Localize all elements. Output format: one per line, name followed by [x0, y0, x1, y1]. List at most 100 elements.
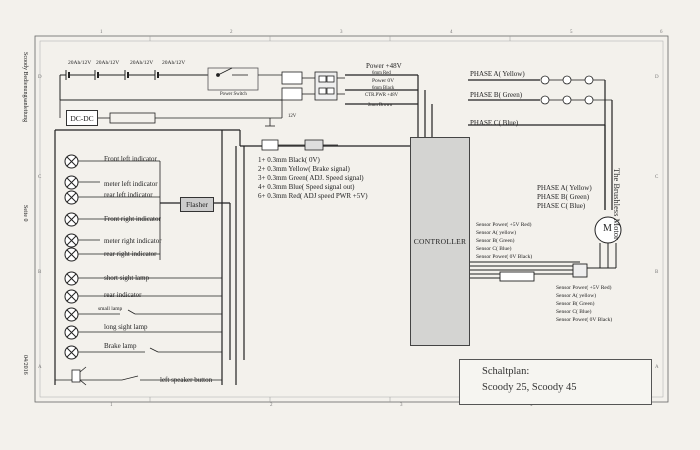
edge-number: 3	[400, 403, 403, 408]
sensor-motor-1: Sensor Power( +5V Red)	[556, 285, 612, 291]
lamp-label-rear-left: rear left indicator	[104, 191, 153, 199]
lamp-label-short-sight: short sight lamp	[104, 274, 150, 282]
power-line-5: 2mm Brown	[368, 103, 393, 108]
power-switch-label: Power Switch	[220, 92, 247, 97]
battery-label-1: 20Ah/12V	[68, 60, 92, 66]
lamp-label-brake: Brake lamp	[104, 342, 137, 350]
lamp-label-rear-indicator: rear indicator	[104, 291, 142, 299]
lamp-icon	[64, 325, 79, 340]
power-line-1: 6mm Red	[372, 71, 391, 76]
edge-letter: B	[655, 270, 659, 275]
edge-letter: D	[655, 75, 659, 80]
edge-number: 1	[110, 403, 113, 408]
title-block: Schaltplan: Scoody 25, Scoody 45	[459, 359, 652, 405]
lamp-label-rear-right: rear right indicator	[104, 250, 157, 258]
sensor-motor-4: Sensor C( Blue)	[556, 309, 592, 315]
battery-label-2: 20Ah/12V	[96, 60, 120, 66]
edge-number: 4	[450, 30, 453, 35]
connector-line-3: 3+ 0.3mm Green( ADJ. Speed signal)	[258, 174, 364, 182]
power-bus	[345, 74, 433, 137]
connector-line-1: 1+ 0.3mm Black( 0V)	[258, 156, 320, 164]
dcdc-wiring	[59, 100, 283, 127]
sensor-controller-4: Sensor C( Blue)	[476, 246, 512, 252]
phase-wiring	[468, 79, 613, 210]
lamp-label-front-right: Front right indicator	[104, 215, 161, 223]
title-line-2: Scoody 25, Scoody 45	[482, 382, 577, 393]
edge-number: 2	[230, 30, 233, 35]
edge-letter: B	[38, 270, 42, 275]
edge-letter: A	[38, 365, 42, 370]
lamp-icon	[64, 247, 79, 262]
connector-line-2: 2+ 0.3mm Yellow( Brake signal)	[258, 165, 350, 173]
edge-number: 3	[340, 30, 343, 35]
motor-symbol	[587, 216, 622, 269]
lamp-icon	[64, 212, 79, 227]
connector-line-4: 4+ 0.3mm Blue( Speed signal out)	[258, 183, 355, 191]
inner-frame	[39, 40, 664, 398]
lamp-icon	[64, 233, 79, 248]
edge-number: 5	[570, 30, 573, 35]
lamp-label-long-sight: long sight lamp	[104, 323, 148, 331]
battery-label-3: 20Ah/12V	[130, 60, 154, 66]
lamp-icon	[64, 345, 79, 360]
side-text-bottom: 04/2016	[22, 355, 28, 375]
lamp-label-small: small lamp	[98, 306, 123, 312]
flasher-box: Flasher	[180, 197, 214, 212]
dcdc-label: DC-DC	[70, 113, 94, 123]
motor-phase-b-label: PHASE B( Green)	[537, 193, 590, 201]
title-line-1: Schaltplan:	[482, 366, 530, 377]
edge-letter: C	[38, 175, 42, 180]
edge-number: 1	[100, 30, 103, 35]
power-switch-symbol	[207, 67, 282, 91]
flasher-label: Flasher	[185, 200, 209, 209]
dcdc-box: DC-DC	[66, 110, 98, 126]
signal-connector	[261, 139, 338, 151]
dcdc-output-label: 12V	[288, 114, 297, 119]
sensor-wiring	[468, 261, 588, 282]
lamp-icon	[64, 175, 79, 190]
sensor-controller-5: Sensor Power( 0V Black)	[476, 254, 533, 260]
lamp-wiring	[55, 160, 222, 381]
motor-phase-a-label: PHASE A( Yellow)	[537, 184, 592, 192]
phase-connectors	[540, 75, 612, 105]
power-line-4: CTR.PWR +48V	[365, 93, 399, 98]
sensor-controller-3: Sensor B( Green)	[476, 238, 515, 244]
lamp-icon	[64, 190, 79, 205]
sensor-controller-2: Sensor A( yellow)	[476, 230, 517, 236]
phase-c-label: PHASE C( Blue)	[470, 119, 519, 127]
outer-frame	[34, 35, 669, 403]
sensor-motor-3: Sensor B( Green)	[556, 301, 595, 307]
sensor-controller-1: Sensor Power( +5V Red)	[476, 222, 532, 228]
motor-phase-c-label: PHASE C( Blue)	[537, 202, 586, 210]
lamp-icon	[64, 154, 79, 169]
controller-box: CONTROLLER	[410, 137, 470, 346]
edge-number: 2	[270, 403, 273, 408]
edge-number: 6	[660, 30, 663, 35]
side-text-middle: Seite 0	[22, 205, 28, 222]
power-header: Power +48V	[366, 62, 402, 70]
left-bus	[54, 129, 410, 385]
edge-letter: C	[655, 175, 659, 180]
connector-line-5: 6+ 0.3mm Red( ADJ speed PWR +5V)	[258, 192, 368, 200]
lamp-label-meter-right: meter right indicator	[104, 237, 162, 245]
edge-number: 4	[530, 403, 533, 408]
lamp-label-meter-left: meter left indicator	[104, 180, 158, 188]
phase-b-label: PHASE B( Green)	[470, 91, 523, 99]
side-text-top: Scoody Bedienungsanleitung	[22, 52, 28, 123]
controller-label: CONTROLLER	[413, 237, 467, 246]
motor-title: The Brushless Motor	[612, 168, 622, 240]
lamp-label-front-left: Front left indicator	[104, 155, 157, 163]
speaker-button-label: left speaker button	[160, 376, 213, 384]
lamp-icon	[64, 307, 79, 322]
speaker-symbol	[71, 366, 87, 386]
battery-bank	[59, 70, 282, 101]
power-connector-pair	[281, 71, 345, 101]
sensor-motor-5: Sensor Power( 0V Black)	[556, 317, 613, 323]
edge-letter: D	[38, 75, 42, 80]
lamp-icon	[64, 271, 79, 286]
edge-letter: A	[655, 365, 659, 370]
phase-a-label: PHASE A( Yellow)	[470, 70, 525, 78]
power-line-3: 6mm Black	[372, 86, 395, 91]
motor-m-label: M	[603, 223, 612, 234]
